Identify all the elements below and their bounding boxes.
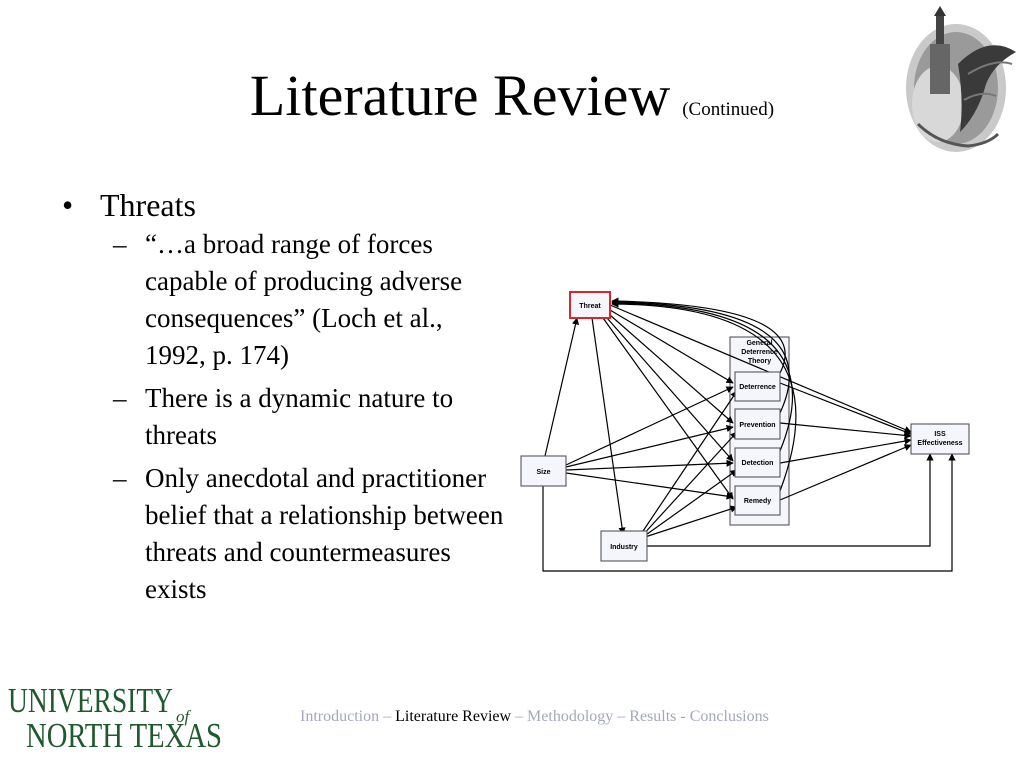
node-threat-label: Threat [579, 303, 601, 310]
footer-methodology[interactable]: Methodology [527, 708, 614, 725]
logo-line2: NORTH TEXAS [26, 716, 222, 752]
node-detection-label: Detection [742, 460, 774, 467]
edge-size-threat [544, 317, 580, 457]
footer-sep: – [383, 708, 392, 725]
edge-threat-iss [609, 304, 912, 433]
edge-threat-detection [606, 317, 734, 462]
node-prevention: Prevention [734, 408, 781, 440]
footer-introduction[interactable]: Introduction [300, 708, 380, 725]
edge-industry-deterrence [638, 390, 738, 538]
edge-remedy-threat [611, 300, 797, 492]
node-deterrence-label: Deterrence [739, 384, 776, 391]
sub-bullet-anecdotal-text: Only anecdotal and practitioner belief t… [145, 463, 504, 604]
logo-of: of [176, 707, 192, 726]
node-threat: Threat [569, 291, 611, 319]
footer-sep: – [617, 708, 626, 725]
footer-nav: Introduction – Literature Review – Metho… [300, 708, 769, 726]
title-subtitle: (Continued) [682, 99, 775, 120]
edge-detection-iss [779, 437, 912, 464]
node-size: Size [520, 455, 567, 487]
edge-size-detection [565, 459, 734, 471]
edge-threat-industry [591, 317, 626, 535]
edge-size-deterrence [565, 386, 734, 466]
node-remedy: Remedy [734, 485, 781, 516]
sub-bullet-definition: –“…a broad range of forces capable of pr… [113, 229, 463, 370]
sub-bullet-dynamic: –There is a dynamic nature to threats [113, 383, 454, 450]
edge-size-iss [542, 453, 956, 572]
node-iss-effectiveness: ISS Effectiveness [910, 423, 970, 455]
edge-threat-remedy [602, 317, 734, 500]
research-model-diagram: Threat General Deterrence Theory Deterre… [520, 291, 970, 572]
node-iss-line2: Effectiveness [917, 440, 962, 447]
footer-literature-review[interactable]: Literature Review [395, 708, 512, 725]
eagle-tower-emblem-icon [898, 4, 1020, 156]
node-deterrence: Deterrence [734, 371, 781, 402]
unt-logo: UNIVERSITY of NORTH TEXAS [8, 681, 228, 755]
edge-industry-iss [647, 453, 934, 547]
sub-bullet-dynamic-text: There is a dynamic nature to threats [145, 383, 454, 450]
node-iss-line1: ISS [934, 431, 946, 438]
node-size-label: Size [536, 469, 550, 476]
sub-bullet-anecdotal: –Only anecdotal and practitioner belief … [113, 463, 504, 604]
footer-conclusions[interactable]: Conclusions [689, 708, 769, 725]
node-industry-label: Industry [610, 544, 638, 551]
node-gdt-line3: Theory [748, 358, 771, 365]
edge-prevention-iss [779, 422, 912, 439]
edge-industry-prevention [640, 431, 738, 538]
edge-detection-threat [611, 299, 794, 452]
footer-results[interactable]: Results [629, 708, 677, 725]
edge-deterrence-iss [779, 382, 912, 436]
node-gdt-line1: General [746, 340, 772, 347]
sub-bullet-list: –“…a broad range of forces capable of pr… [100, 226, 528, 608]
node-gdt-line2: Deterrence [741, 349, 778, 356]
edge-size-prevention [565, 425, 734, 468]
edge-industry-detection [642, 469, 738, 538]
footer-sep: – [515, 708, 524, 725]
bullet-threats: Threats –“…a broad range of forces capab… [58, 186, 528, 608]
node-detection: Detection [734, 447, 781, 478]
footer-sep: - [680, 708, 686, 725]
edge-size-remedy [565, 472, 734, 500]
edge-industry-remedy [644, 505, 738, 538]
edge-remedy-iss [779, 444, 912, 501]
logo-line1: UNIVERSITY [8, 682, 173, 720]
edge-threat-deterrence [609, 309, 734, 384]
node-industry: Industry [600, 530, 648, 562]
edge-threat-prevention [609, 314, 734, 424]
bullet-list: Threats –“…a broad range of forces capab… [58, 186, 528, 614]
title-text: Literature Review [249, 63, 671, 128]
bullet-threats-text: Threats [100, 187, 196, 223]
node-prevention-label: Prevention [739, 422, 775, 429]
node-remedy-label: Remedy [744, 498, 771, 505]
sub-bullet-definition-text: “…a broad range of forces capable of pro… [145, 229, 463, 370]
slide-title: Literature Review (Continued) [0, 62, 1024, 129]
node-gdt-header: General Deterrence Theory [741, 340, 778, 365]
